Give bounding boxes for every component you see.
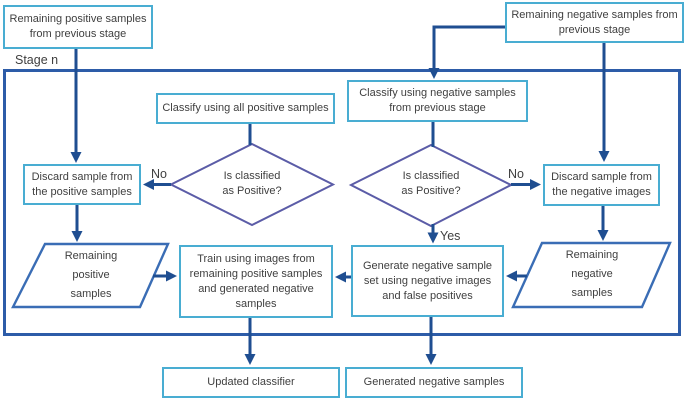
arrow-no-right	[511, 179, 541, 190]
parallelogram-positive-label: Remaining positive samples	[64, 250, 118, 300]
parallelogram-negative-label: Remaining negative samples	[565, 249, 619, 299]
node-train: Train using images from remaining positi…	[179, 245, 333, 318]
parallelogram-remaining-positive	[11, 242, 170, 309]
arrow-no-left	[143, 179, 171, 190]
node-updated-classifier: Updated classifier	[162, 367, 340, 398]
arrow-discard-pos-to-para	[71, 205, 83, 242]
arrow-remaining-pos-to-discard	[70, 49, 82, 163]
node-generate-negative-set: Generate negative sample set using negat…	[351, 245, 504, 317]
arrow-discard-neg-to-para	[597, 206, 609, 241]
parallelogram-remaining-negative	[511, 241, 672, 309]
edge-label-no-left: No	[151, 167, 167, 181]
decision-diamond-right	[348, 143, 514, 228]
diamond-left-label: Is classified as Positive?	[222, 170, 282, 197]
node-discard-negative: Discard sample from the negative images	[543, 164, 660, 206]
arrow-yes-to-generate	[427, 224, 439, 244]
decision-diamond-left	[168, 142, 336, 227]
node-classify-all-positive: Classify using all positive samples	[156, 93, 335, 124]
node-remaining-negative-samples-top: Remaining negative samples from previous…	[505, 2, 684, 43]
node-discard-positive: Discard sample from the positive samples	[23, 164, 141, 205]
edge-label-yes: Yes	[440, 229, 461, 243]
node-remaining-positive-samples-top: Remaining positive samples from previous…	[3, 5, 153, 49]
node-classify-negative: Classify using negative samples from pre…	[347, 80, 528, 122]
stage-label: Stage n	[15, 53, 59, 67]
arrow-para-pos-to-train	[153, 270, 177, 282]
arrow-para-neg-to-generate	[506, 270, 527, 282]
arrow-train-to-updated	[244, 318, 256, 365]
arrow-remaining-neg-to-classify-neg	[428, 25, 505, 79]
node-generated-negative-samples: Generated negative samples	[345, 367, 523, 398]
stage-container-box	[3, 69, 681, 336]
diamond-right-label: Is classified as Positive?	[401, 170, 461, 197]
edge-label-no-right: No	[508, 167, 524, 181]
arrow-generate-to-train	[335, 271, 351, 283]
arrow-generate-to-generated	[425, 317, 437, 365]
arrow-remaining-neg-to-discard	[598, 43, 610, 162]
